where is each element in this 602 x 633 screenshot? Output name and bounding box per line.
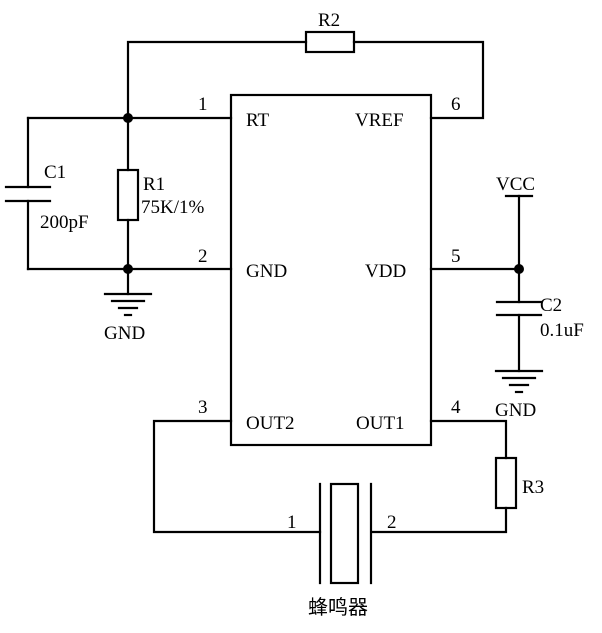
c2-ref: C2 — [540, 295, 562, 316]
c1-ref: C1 — [44, 162, 66, 183]
r1-value: 75K/1% — [141, 197, 205, 218]
wire-r2-right — [352, 40, 485, 120]
r1-ref: R1 — [143, 174, 165, 195]
pin-vdd-label: VDD — [365, 261, 406, 282]
pin6-number: 6 — [451, 94, 461, 115]
buzzer-label: 蜂鸣器 — [308, 595, 368, 619]
pin5-number: 5 — [451, 246, 461, 267]
pin-rt-label: RT — [246, 110, 270, 131]
buzzer-crystal — [329, 482, 360, 585]
gnd-right-label: GND — [495, 400, 536, 421]
pin3-number: 3 — [198, 397, 208, 418]
buzzer-pin1-number: 1 — [287, 512, 297, 533]
pin-out2-label: OUT2 — [246, 413, 295, 434]
r3-ref: R3 — [522, 477, 544, 498]
r1-resistor — [116, 168, 140, 222]
r2-ref: R2 — [318, 10, 340, 31]
c1-value: 200pF — [40, 212, 89, 233]
r2-resistor — [304, 30, 356, 54]
wire-r3-to-buzzer — [370, 506, 508, 534]
pin2-number: 2 — [198, 246, 208, 267]
pin-vref-label: VREF — [355, 110, 404, 131]
wire-pin3-to-buzzer — [152, 419, 322, 534]
buzzer-pin2-number: 2 — [387, 512, 397, 533]
gnd-left-label: GND — [104, 323, 145, 344]
pin4-number: 4 — [451, 397, 461, 418]
c2-value: 0.1uF — [540, 320, 584, 341]
pin1-number: 1 — [198, 94, 208, 115]
wire-r2-left — [126, 40, 308, 120]
vcc-label: VCC — [496, 174, 535, 195]
r3-resistor — [494, 456, 518, 510]
wire-pin4 — [429, 419, 508, 460]
pin-gnd-label: GND — [246, 261, 287, 282]
pin-out1-label: OUT1 — [356, 413, 405, 434]
